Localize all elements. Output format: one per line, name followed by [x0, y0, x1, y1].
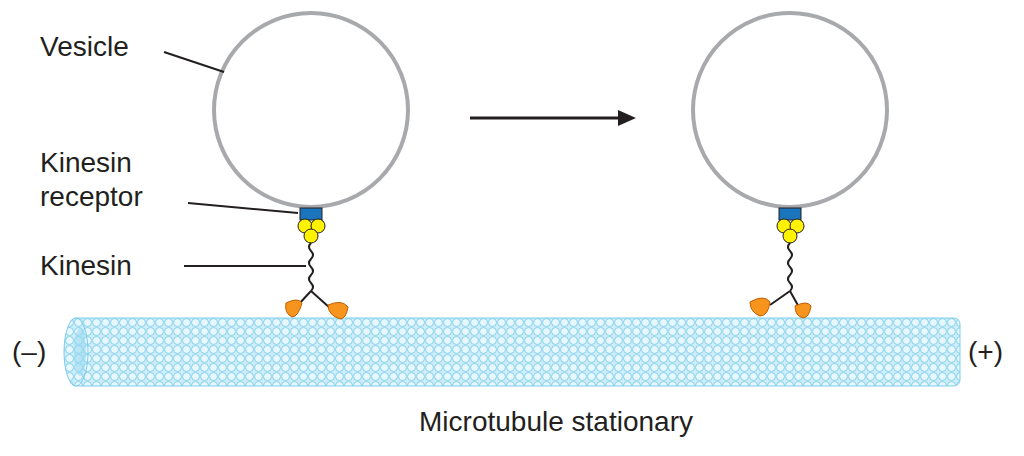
kinesin-label: Kinesin [40, 249, 132, 283]
microtubule [64, 318, 960, 386]
motion-arrow [470, 110, 636, 126]
vesicle [214, 13, 408, 207]
leader-lines [164, 52, 306, 266]
minus-end-label: (–) [12, 335, 46, 369]
kinesin [750, 208, 811, 318]
receptor-label: Kinesin receptor [40, 146, 190, 214]
microtubule-label: Microtubule stationary [419, 405, 693, 439]
vesicle-label: Vesicle [40, 30, 129, 64]
vesicle [693, 13, 887, 207]
kinesin [286, 208, 348, 319]
plus-end-label: (+) [968, 335, 1003, 369]
